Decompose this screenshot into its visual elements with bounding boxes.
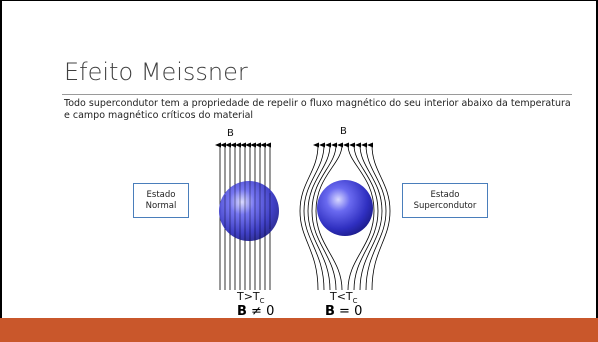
title-divider <box>62 94 572 95</box>
super-state-field-lines <box>299 142 391 291</box>
temp-condition-left: T>TC <box>237 290 265 306</box>
super-state-sphere <box>317 180 373 236</box>
slide-title: Efeito Meissner <box>64 58 248 86</box>
slide-border-left <box>0 0 2 342</box>
temp-condition-right: T<TC <box>330 290 358 306</box>
footer-accent-bar <box>0 318 598 342</box>
field-label-left: B <box>227 128 234 139</box>
field-equation-right: B = 0 <box>325 304 363 319</box>
normal-state-sphere <box>219 181 279 241</box>
super-state-label: Estado Supercondutor <box>402 183 488 218</box>
field-equation-left: B ≠ 0 <box>237 304 275 319</box>
normal-state-label: Estado Normal <box>133 183 189 218</box>
field-label-right: B <box>340 126 347 137</box>
slide-border-top <box>0 0 598 1</box>
slide-description: Todo supercondutor tem a propriedade de … <box>64 98 571 121</box>
slide-border-right <box>596 0 598 342</box>
